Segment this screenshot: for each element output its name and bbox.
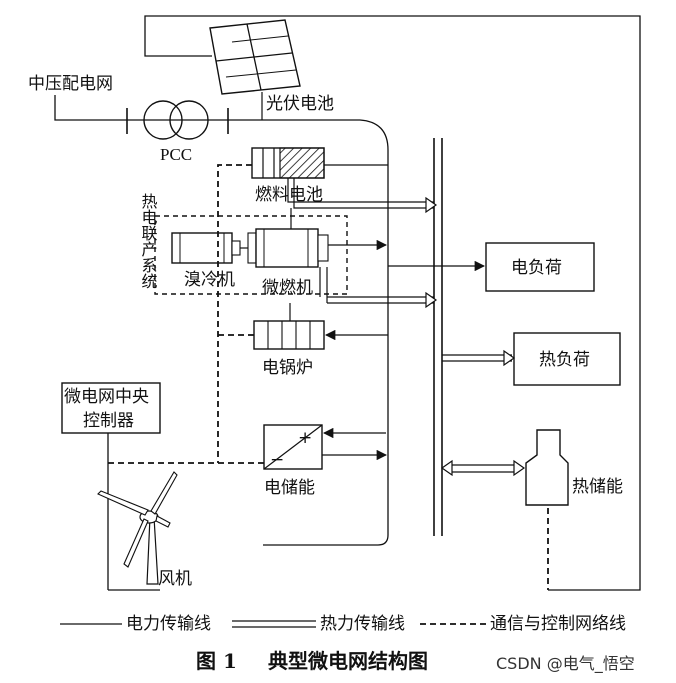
battery-storage-icon — [263, 424, 323, 470]
electric-load-label: 电负荷 — [511, 258, 562, 278]
electric-boiler-label: 电锅炉 — [262, 358, 313, 378]
grid-connection-line — [54, 95, 389, 546]
heat-load-label: 热负荷 — [539, 350, 590, 370]
thermal-storage-label: 热储能 — [572, 477, 623, 497]
pv-label: 光伏电池 — [266, 94, 334, 114]
grid-label: 中压配电网 — [28, 74, 113, 94]
thermal-arrow-right — [513, 459, 526, 477]
heat-load-arrow — [503, 349, 516, 367]
absorption-chiller-icon — [171, 232, 241, 264]
electric-load-box — [485, 242, 595, 292]
legend-power-label: 电力传输线 — [126, 614, 211, 634]
microturbine-label: 微燃机 — [262, 278, 313, 298]
fuel-cell-icon — [251, 147, 325, 179]
electric-boiler-icon — [253, 320, 325, 350]
heat-load-box — [513, 332, 621, 386]
battery-storage-label: 电储能 — [264, 478, 315, 498]
fuel-cell-label: 燃料电池 — [255, 185, 323, 205]
legend: 电力传输线 热力传输线 通信与控制网络线 — [60, 614, 626, 634]
pv-panel-icon — [209, 19, 301, 95]
watermark: CSDN @电气_悟空 — [496, 654, 635, 674]
fuel-cell-heat-line-a — [287, 178, 434, 203]
legend-heat-label: 热力传输线 — [320, 614, 405, 634]
figure-title: 典型微电网结构图 — [268, 649, 428, 673]
controller-label-line2: 控制器 — [83, 411, 134, 431]
comm-lines — [108, 164, 549, 590]
fuel-cell-heat-arrow — [425, 196, 438, 214]
wind-label: 风机 — [158, 569, 192, 589]
central-controller-box — [61, 382, 161, 434]
legend-comm-label: 通信与控制网络线 — [490, 614, 626, 634]
figure-number: 图 1 — [196, 649, 237, 673]
thermal-arrow-left — [440, 459, 453, 477]
chp-heat-arrow — [425, 291, 438, 309]
transformer-icon — [143, 100, 209, 140]
outer-loop-line — [144, 15, 641, 591]
fuel-cell-heat-line-b — [293, 178, 434, 209]
pcc-label: PCC — [160, 145, 192, 164]
wind-turbine-icon — [97, 471, 178, 585]
thermal-storage-icon — [525, 429, 569, 506]
chp-label: 热电联产系统 — [139, 193, 158, 289]
microturbine-icon — [247, 228, 329, 268]
battery-plus-sign: + — [298, 428, 312, 448]
battery-minus-sign: − — [270, 450, 284, 470]
controller-label-line1: 微电网中央 — [64, 387, 149, 407]
absorption-chiller-label: 溴冷机 — [184, 270, 235, 290]
